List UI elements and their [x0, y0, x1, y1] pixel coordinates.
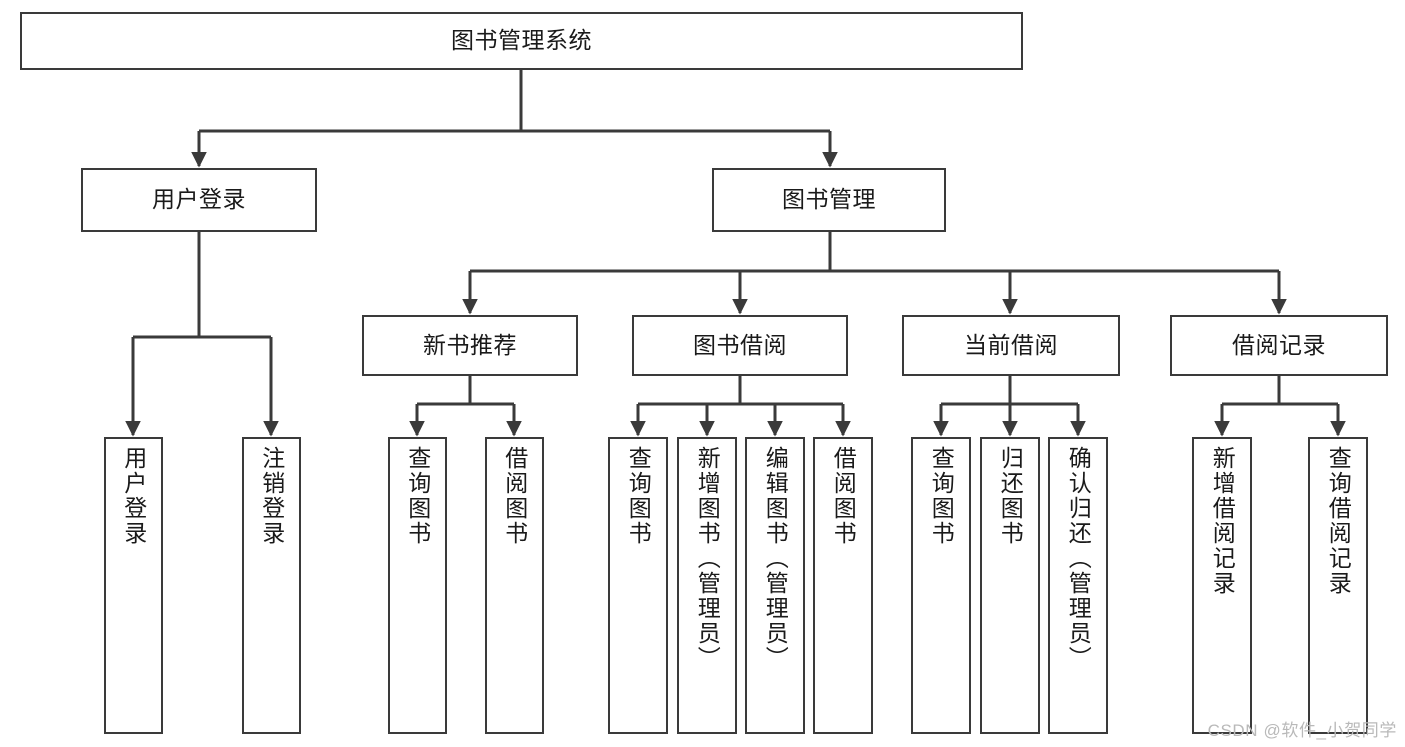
node-book-management[interactable]: 图书管理: [712, 168, 946, 232]
node-label: 新增借阅记录: [1209, 446, 1236, 596]
node-label: 新增图书（管理员）: [694, 446, 721, 671]
leaf-edit-book-admin[interactable]: 编辑图书（管理员）: [745, 437, 805, 734]
node-label: 借阅图书: [830, 446, 857, 546]
leaf-confirm-return-admin[interactable]: 确认归还（管理员）: [1048, 437, 1108, 734]
leaf-query-book-recommendation[interactable]: 查询图书: [388, 437, 447, 734]
leaf-user-logout[interactable]: 注销登录: [242, 437, 301, 734]
node-label: 查询图书: [404, 446, 431, 546]
leaf-query-book-current[interactable]: 查询图书: [911, 437, 971, 734]
node-label: 借阅图书: [501, 446, 528, 546]
csdn-watermark: CSDN @软件_小贺同学: [1207, 721, 1397, 740]
leaf-query-book-borrowing[interactable]: 查询图书: [608, 437, 668, 734]
node-new-book-recommendation[interactable]: 新书推荐: [362, 315, 578, 376]
node-book-management-system[interactable]: 图书管理系统: [20, 12, 1023, 70]
node-label: 图书管理系统: [451, 27, 592, 54]
leaf-query-borrow-record[interactable]: 查询借阅记录: [1308, 437, 1368, 734]
node-label: 用户登录: [152, 186, 246, 213]
leaf-return-book[interactable]: 归还图书: [980, 437, 1040, 734]
node-label: 图书管理: [782, 186, 876, 213]
node-user-login[interactable]: 用户登录: [81, 168, 317, 232]
node-book-borrowing[interactable]: 图书借阅: [632, 315, 848, 376]
node-label: 注销登录: [258, 446, 285, 546]
node-borrowing-record[interactable]: 借阅记录: [1170, 315, 1388, 376]
node-label: 查询图书: [928, 446, 955, 546]
node-label: 用户登录: [120, 446, 147, 546]
leaf-add-book-admin[interactable]: 新增图书（管理员）: [677, 437, 737, 734]
leaf-add-borrow-record[interactable]: 新增借阅记录: [1192, 437, 1252, 734]
node-label: 查询借阅记录: [1325, 446, 1352, 596]
node-current-borrowing[interactable]: 当前借阅: [902, 315, 1120, 376]
node-label: 图书借阅: [693, 331, 787, 358]
node-label: 归还图书: [997, 446, 1024, 546]
node-label: 编辑图书（管理员）: [762, 446, 789, 671]
node-label: 查询图书: [625, 446, 652, 546]
node-label: 新书推荐: [423, 331, 517, 358]
leaf-borrow-book[interactable]: 借阅图书: [813, 437, 873, 734]
node-label: 当前借阅: [964, 331, 1058, 358]
node-label: 借阅记录: [1232, 331, 1326, 358]
leaf-borrow-book-recommendation[interactable]: 借阅图书: [485, 437, 544, 734]
node-label: 确认归还（管理员）: [1065, 446, 1092, 671]
leaf-user-login[interactable]: 用户登录: [104, 437, 163, 734]
